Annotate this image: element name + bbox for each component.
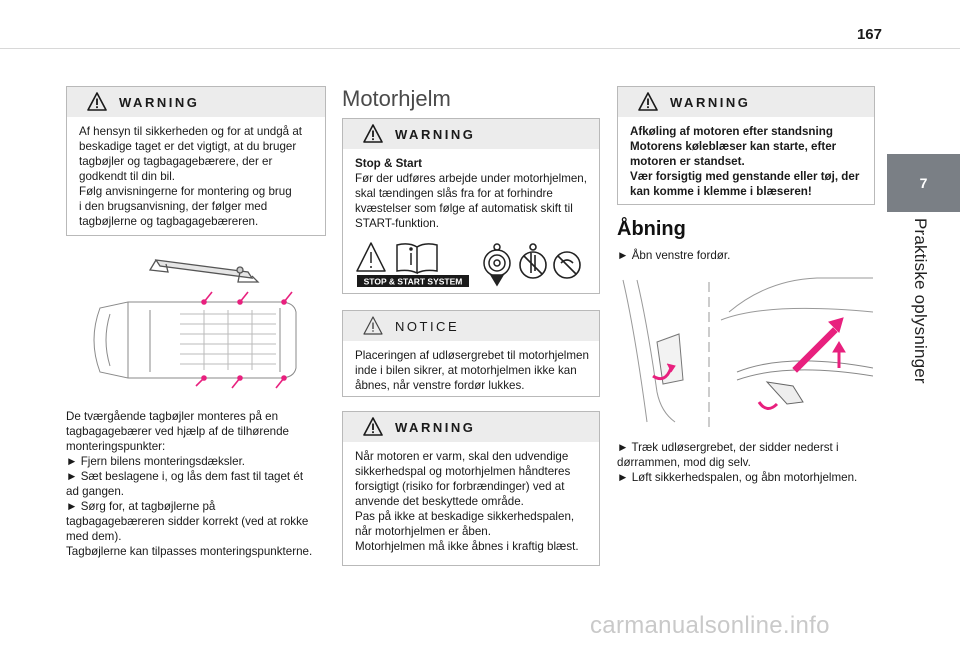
hood-drawing [720,277,873,405]
warning-line: Pas på ikke at beskadige sikkerhedspalen… [355,510,575,523]
stop-start-badge-text: STOP & START SYSTEM [364,277,463,287]
warning-header: WARNING [343,412,599,442]
watermark: carmanualsonline.info [590,612,830,639]
lever-pull-arrow [652,363,676,381]
step-line: ► Løft sikkerhedspalen, og åbn motorhjel… [617,471,858,484]
warning-triangle-icon [638,92,658,111]
instruction-line: monteringspunkter: [66,440,166,453]
warning-line: Før der udføres arbejde under motorhjelm… [355,172,587,185]
van-top-view [93,301,297,379]
chapter-tab[interactable]: 7 [887,154,960,212]
notice-line: åbnes, når venstre fordør lukkes. [355,379,525,392]
warning-line: Motorens køleblæser kan starte, efter [630,140,837,153]
warning-line: Når motoren er varm, skal den udvendige [355,450,569,463]
instruction-line: med dem). [66,530,122,543]
warning-title: WARNING [119,94,200,110]
notice-box: NOTICE Placeringen af udløsergrebet til … [342,310,600,397]
notice-title: NOTICE [395,318,460,334]
instruction-line: Tagbøjlerne kan tilpasses monteringspunk… [66,545,313,558]
warning-line: kan komme i klemme i blæseren! [630,185,812,198]
warning-line: tagbøjlerne og tagbagagebæreren. [79,215,259,228]
warning-box-fan: WARNING Afkøling af motoren efter stands… [617,86,875,205]
roof-bars-illustration [93,259,297,389]
warning-box-hot-engine: WARNING Når motoren er varm, skal den ud… [342,411,600,566]
step-line: dørrammen, mod dig selv. [617,456,751,469]
warning-box-stop-start: WARNING Stop & Start Før der udføres arb… [342,118,600,294]
notice-header: NOTICE [343,311,599,341]
warning-line: Følg anvisningerne for montering og brug [79,185,292,198]
instruction-line: ► Sørg for, at tagbøjlerne på [66,500,216,513]
warning-line: Afkøling af motoren efter standsning [630,125,833,138]
notice-line: inde i bilen sikrer, at motorhjelmen ikk… [355,364,577,377]
warning-line: sikkerhedspal og motorhjelmen håndteres [355,465,571,478]
warning-line: Vær forsigtig med genstande eller tøj, d… [630,170,860,183]
warning-body: Afkøling af motoren efter standsning Mot… [618,117,874,207]
instruction-line: tagbagagebærer ved hjælp af de tilhørend… [66,425,290,438]
warning-line: Motorhjelmen må ikke åbnes i kraftig blæ… [355,540,579,553]
label-warning-icon [356,242,386,272]
door-frame-drawing [622,279,710,427]
warning-line: tagbøjler og tagbagagebærere, der er [79,155,273,168]
warning-header: WARNING [67,87,325,117]
roof-bars-instructions: De tværgående tagbøjler monteres på en t… [66,409,312,559]
warning-body: Af hensyn til sikkerheden og for at undg… [67,117,325,237]
no-fan-icon [553,251,581,279]
mounting-point-arrows [195,291,293,389]
roof-bar-drawing [148,259,260,283]
no-hands-icon [519,243,547,279]
warning-line: beskadige taget er det vigtigt, at du br… [79,140,297,153]
warning-title: WARNING [670,94,751,110]
warning-body: Stop & Start Før der udføres arbejde und… [343,149,599,239]
warning-triangle-icon [363,417,383,436]
step-line: ► Træk udløsergrebet, der sidder nederst… [617,441,839,454]
notice-line: Placeringen af udløsergrebet til motorhj… [355,349,589,362]
stop-start-label-icons: STOP & START SYSTEM [356,242,581,287]
stop-start-badge [357,275,469,287]
hood-opening-steps: ► Træk udløsergrebet, der sidder nederst… [617,440,857,485]
chapter-title: Praktiske oplysninger [911,218,930,384]
warning-triangle-icon [87,92,107,111]
section-heading-abning: Åbning [617,218,686,240]
notice-body: Placeringen af udløsergrebet til motorhj… [343,341,599,401]
hood-release-illustration [622,277,873,427]
instruction-line: De tværgående tagbøjler monteres på en [66,410,279,423]
section-heading-motorhjelm: Motorhjelm [342,86,451,111]
warning-line: når motorhjelmen er åben. [355,525,491,538]
warning-line: anvende det beskyttede område. [355,495,524,508]
instruction-line: tagbagagebæreren sidder korrekt (ved at … [66,515,309,528]
warning-line: motoren er standset. [630,155,745,168]
warning-line: i den brugsanvisning, der følger med [79,200,268,213]
instruction-line: ► Sæt beslagene i, og lås dem fast til t… [66,470,304,483]
page-number: 167 [856,26,882,43]
warning-header: WARNING [618,87,874,117]
warning-body: Når motoren er varm, skal den udvendige … [343,442,599,562]
hood-lift-arrows [757,317,846,410]
top-rule [0,48,960,49]
warning-line: godkendt til din bil. [79,170,176,183]
manual-book-icon [396,243,438,275]
warning-title: WARNING [395,126,476,142]
instruction-line: ad gangen. [66,485,125,498]
warning-line: skal tændingen slås fra for at forhindre [355,187,553,200]
instruction-line: ► Fjern bilens monteringsdæksler. [66,455,246,468]
chapter-tab-number: 7 [919,175,928,191]
warning-line: Af hensyn til sikkerheden og for at undg… [79,125,302,138]
warning-line: START-funktion. [355,217,439,230]
warning-box-roof: WARNING Af hensyn til sikkerheden og for… [66,86,326,236]
fan-belt-icon [483,243,511,287]
warning-triangle-icon [363,124,383,143]
warning-line: forsigtigt (risiko for forbrændinger) ve… [355,480,565,493]
step-open-door: ► Åbn venstre fordør. [617,249,731,262]
warning-line: kvæstelser som følge af automatisk skift… [355,202,573,215]
warning-header: WARNING [343,119,599,149]
warning-title: WARNING [395,419,476,435]
notice-triangle-icon [363,316,383,335]
warning-subtitle: Stop & Start [355,157,422,170]
